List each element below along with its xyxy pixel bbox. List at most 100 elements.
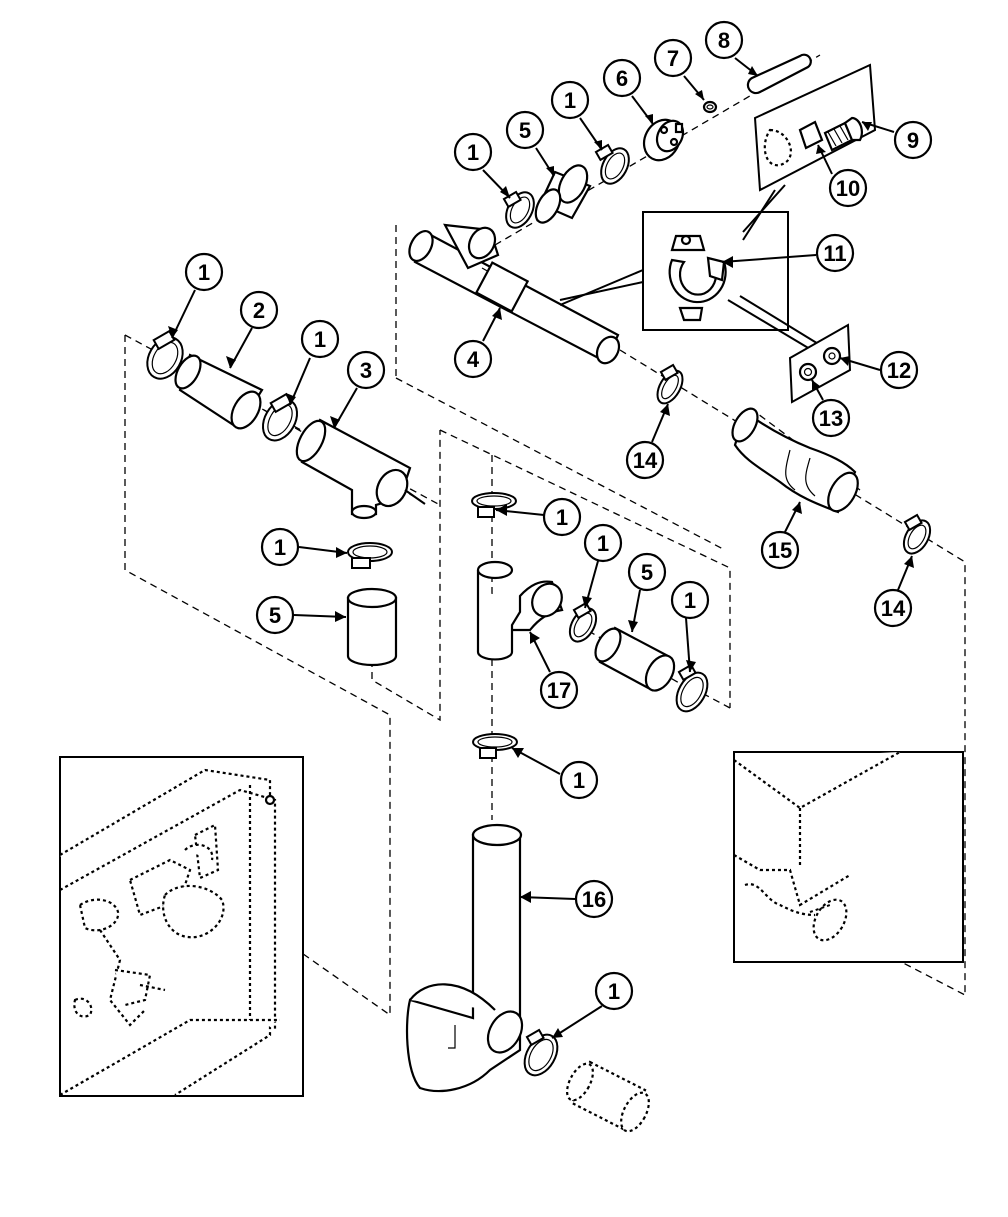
callout-number: 4 — [467, 347, 480, 372]
callout-number: 5 — [641, 560, 653, 585]
callout-5: 5 — [255, 595, 295, 635]
callout-circle — [346, 350, 386, 390]
callout-5: 5 — [627, 552, 667, 592]
callout-number: 1 — [314, 327, 326, 352]
callout-1: 1 — [670, 580, 710, 620]
callout-circle — [559, 760, 599, 800]
main-drain-pipe — [408, 223, 621, 365]
callout-8: 8 — [704, 20, 744, 60]
detail-pipe-clip — [559, 184, 821, 356]
inset-machine-view — [59, 756, 304, 1097]
callout-5: 5 — [505, 110, 545, 150]
drain-hose-dotted — [566, 1060, 650, 1133]
callout-number: 7 — [667, 46, 679, 71]
callout-circle — [811, 398, 851, 438]
callout-number: 1 — [684, 588, 696, 613]
callout-circle — [828, 168, 868, 208]
callout-circle — [625, 440, 665, 480]
detail-screw-clip — [753, 63, 877, 192]
callout-circle — [260, 527, 300, 567]
callout-number: 1 — [564, 88, 576, 113]
hose-clamp — [472, 733, 518, 759]
callout-1: 1 — [542, 497, 582, 537]
callout-circle — [300, 319, 340, 359]
callout-number: 1 — [467, 140, 479, 165]
callout-4: 4 — [453, 339, 493, 379]
callout-number: 9 — [907, 128, 919, 153]
callout-circle — [879, 350, 919, 390]
callout-1: 1 — [550, 80, 590, 120]
callout-circle — [255, 595, 295, 635]
callout-1: 1 — [453, 132, 493, 172]
callout-number: 10 — [836, 176, 860, 201]
callout-14: 14 — [873, 588, 913, 628]
callout-number: 3 — [360, 358, 372, 383]
callout-circle — [704, 20, 744, 60]
callout-2: 2 — [239, 290, 279, 330]
callout-circle — [505, 110, 545, 150]
hose-clamp — [675, 663, 709, 713]
callout-9: 9 — [893, 120, 933, 160]
leader-arrowheads — [168, 66, 914, 1038]
callout-circle — [184, 252, 224, 292]
callout-3: 3 — [346, 350, 386, 390]
callout-11: 11 — [815, 233, 855, 273]
callout-number: 1 — [274, 535, 286, 560]
callout-1: 1 — [559, 760, 599, 800]
callout-circle — [574, 879, 614, 919]
callout-number: 2 — [253, 298, 265, 323]
callout-14: 14 — [625, 440, 665, 480]
callout-number: 11 — [823, 241, 846, 266]
callout-number: 1 — [556, 505, 568, 530]
callout-circle — [627, 552, 667, 592]
drain-cap — [642, 118, 685, 162]
callout-6: 6 — [602, 58, 642, 98]
vent-tube — [746, 53, 812, 95]
callout-circle — [453, 132, 493, 172]
hose-clamp — [261, 392, 299, 442]
callout-circle — [550, 80, 590, 120]
callout-number: 1 — [597, 531, 609, 556]
callout-1: 1 — [594, 971, 634, 1011]
small-ring — [702, 100, 718, 114]
callout-number: 14 — [633, 448, 658, 473]
callout-number: 8 — [718, 28, 730, 53]
standpipe — [405, 823, 524, 1092]
inset-drain-outlet — [733, 751, 964, 963]
callout-number: 13 — [819, 406, 843, 431]
callout-circle — [539, 670, 579, 710]
callout-number: 12 — [887, 358, 911, 383]
callout-15: 15 — [760, 530, 800, 570]
callout-17: 17 — [539, 670, 579, 710]
callout-circle — [602, 58, 642, 98]
callout-number: 14 — [881, 596, 906, 621]
hose-clamp — [523, 1028, 559, 1077]
callout-1: 1 — [583, 523, 623, 563]
callout-circle — [583, 523, 623, 563]
callout-number: 1 — [608, 979, 620, 1004]
callout-number: 17 — [547, 678, 571, 703]
callout-number: 1 — [198, 260, 210, 285]
hose-clamp — [502, 190, 535, 229]
flexible-hose — [731, 407, 859, 514]
coupling-sleeve — [346, 587, 398, 667]
callout-circle — [873, 588, 913, 628]
callout-circle — [594, 971, 634, 1011]
tee-fitting-left — [295, 418, 426, 520]
callout-circle — [893, 120, 933, 160]
hose-clamp — [902, 513, 932, 555]
detail-nut-washer — [788, 323, 852, 404]
callout-number: 15 — [768, 538, 792, 563]
callout-12: 12 — [879, 350, 919, 390]
callout-1: 1 — [260, 527, 300, 567]
wye-fitting — [476, 560, 564, 661]
hose-clamp — [347, 542, 393, 569]
callout-1: 1 — [300, 319, 340, 359]
callout-10: 10 — [828, 168, 868, 208]
callout-number: 6 — [616, 66, 628, 91]
callout-circle — [239, 290, 279, 330]
hose-clamp — [568, 601, 598, 643]
coupling-sleeve-left — [174, 353, 264, 430]
